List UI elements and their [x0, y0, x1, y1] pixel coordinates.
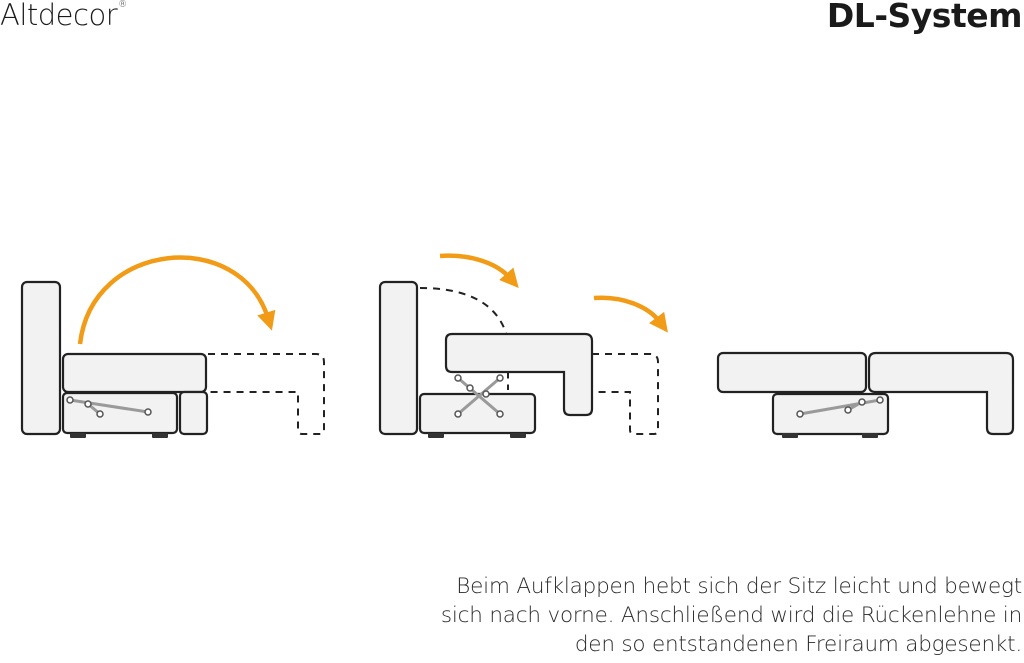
stage-2-mechanism: [454, 374, 504, 418]
description-caption: Beim Aufklappen hebt sich der Sitz leich…: [382, 572, 1022, 659]
stage-1-closed: [20, 255, 325, 438]
orange-curved-arrow-icon: [593, 295, 668, 333]
page-title: DL-System: [826, 0, 1023, 35]
stage-3-backrest: [716, 351, 868, 394]
stage-2-base: [418, 392, 537, 435]
caption-line-1: Beim Aufklappen hebt sich der Sitz leich…: [456, 574, 1022, 599]
stage-3-seat: [867, 351, 1015, 436]
stage-1-base: [61, 391, 179, 435]
stage-1-seat: [61, 352, 208, 394]
caption-line-2: sich nach vorne. Anschließend wird die R…: [440, 603, 1022, 628]
stage-1-front-panel: [178, 390, 209, 436]
stage-2-transition: [378, 253, 668, 438]
stage-2-ghost-outline: [592, 353, 659, 435]
stage-1-mechanism: [66, 396, 152, 418]
registered-mark-icon: ®: [118, 0, 127, 10]
stage-2-foot-right: [510, 433, 526, 438]
stage-2-seat: [444, 332, 594, 417]
stage-2-backrest: [378, 280, 419, 436]
orange-curved-arrow-icon: [77, 255, 276, 345]
stage-2-foot-left: [428, 433, 444, 438]
stage-3-open-bed: [716, 351, 1015, 438]
stage-3-foot-right: [862, 433, 878, 438]
caption-line-3: den so entstandenen Freiraum abgesenkt.: [574, 632, 1022, 657]
brand-logo: Altdecor®: [0, 0, 127, 32]
stage-3-mechanism: [796, 396, 884, 418]
stage-1-foot-left: [70, 433, 86, 438]
brand-name: Altdecor: [0, 0, 118, 32]
stage-1-ghost-outline: [208, 353, 325, 435]
stage-3-foot-left: [782, 433, 798, 438]
orange-curved-arrow-icon: [439, 253, 519, 288]
stage-1-backrest: [20, 280, 62, 436]
stage-3-base: [771, 392, 890, 436]
stage-1-foot-right: [152, 433, 168, 438]
